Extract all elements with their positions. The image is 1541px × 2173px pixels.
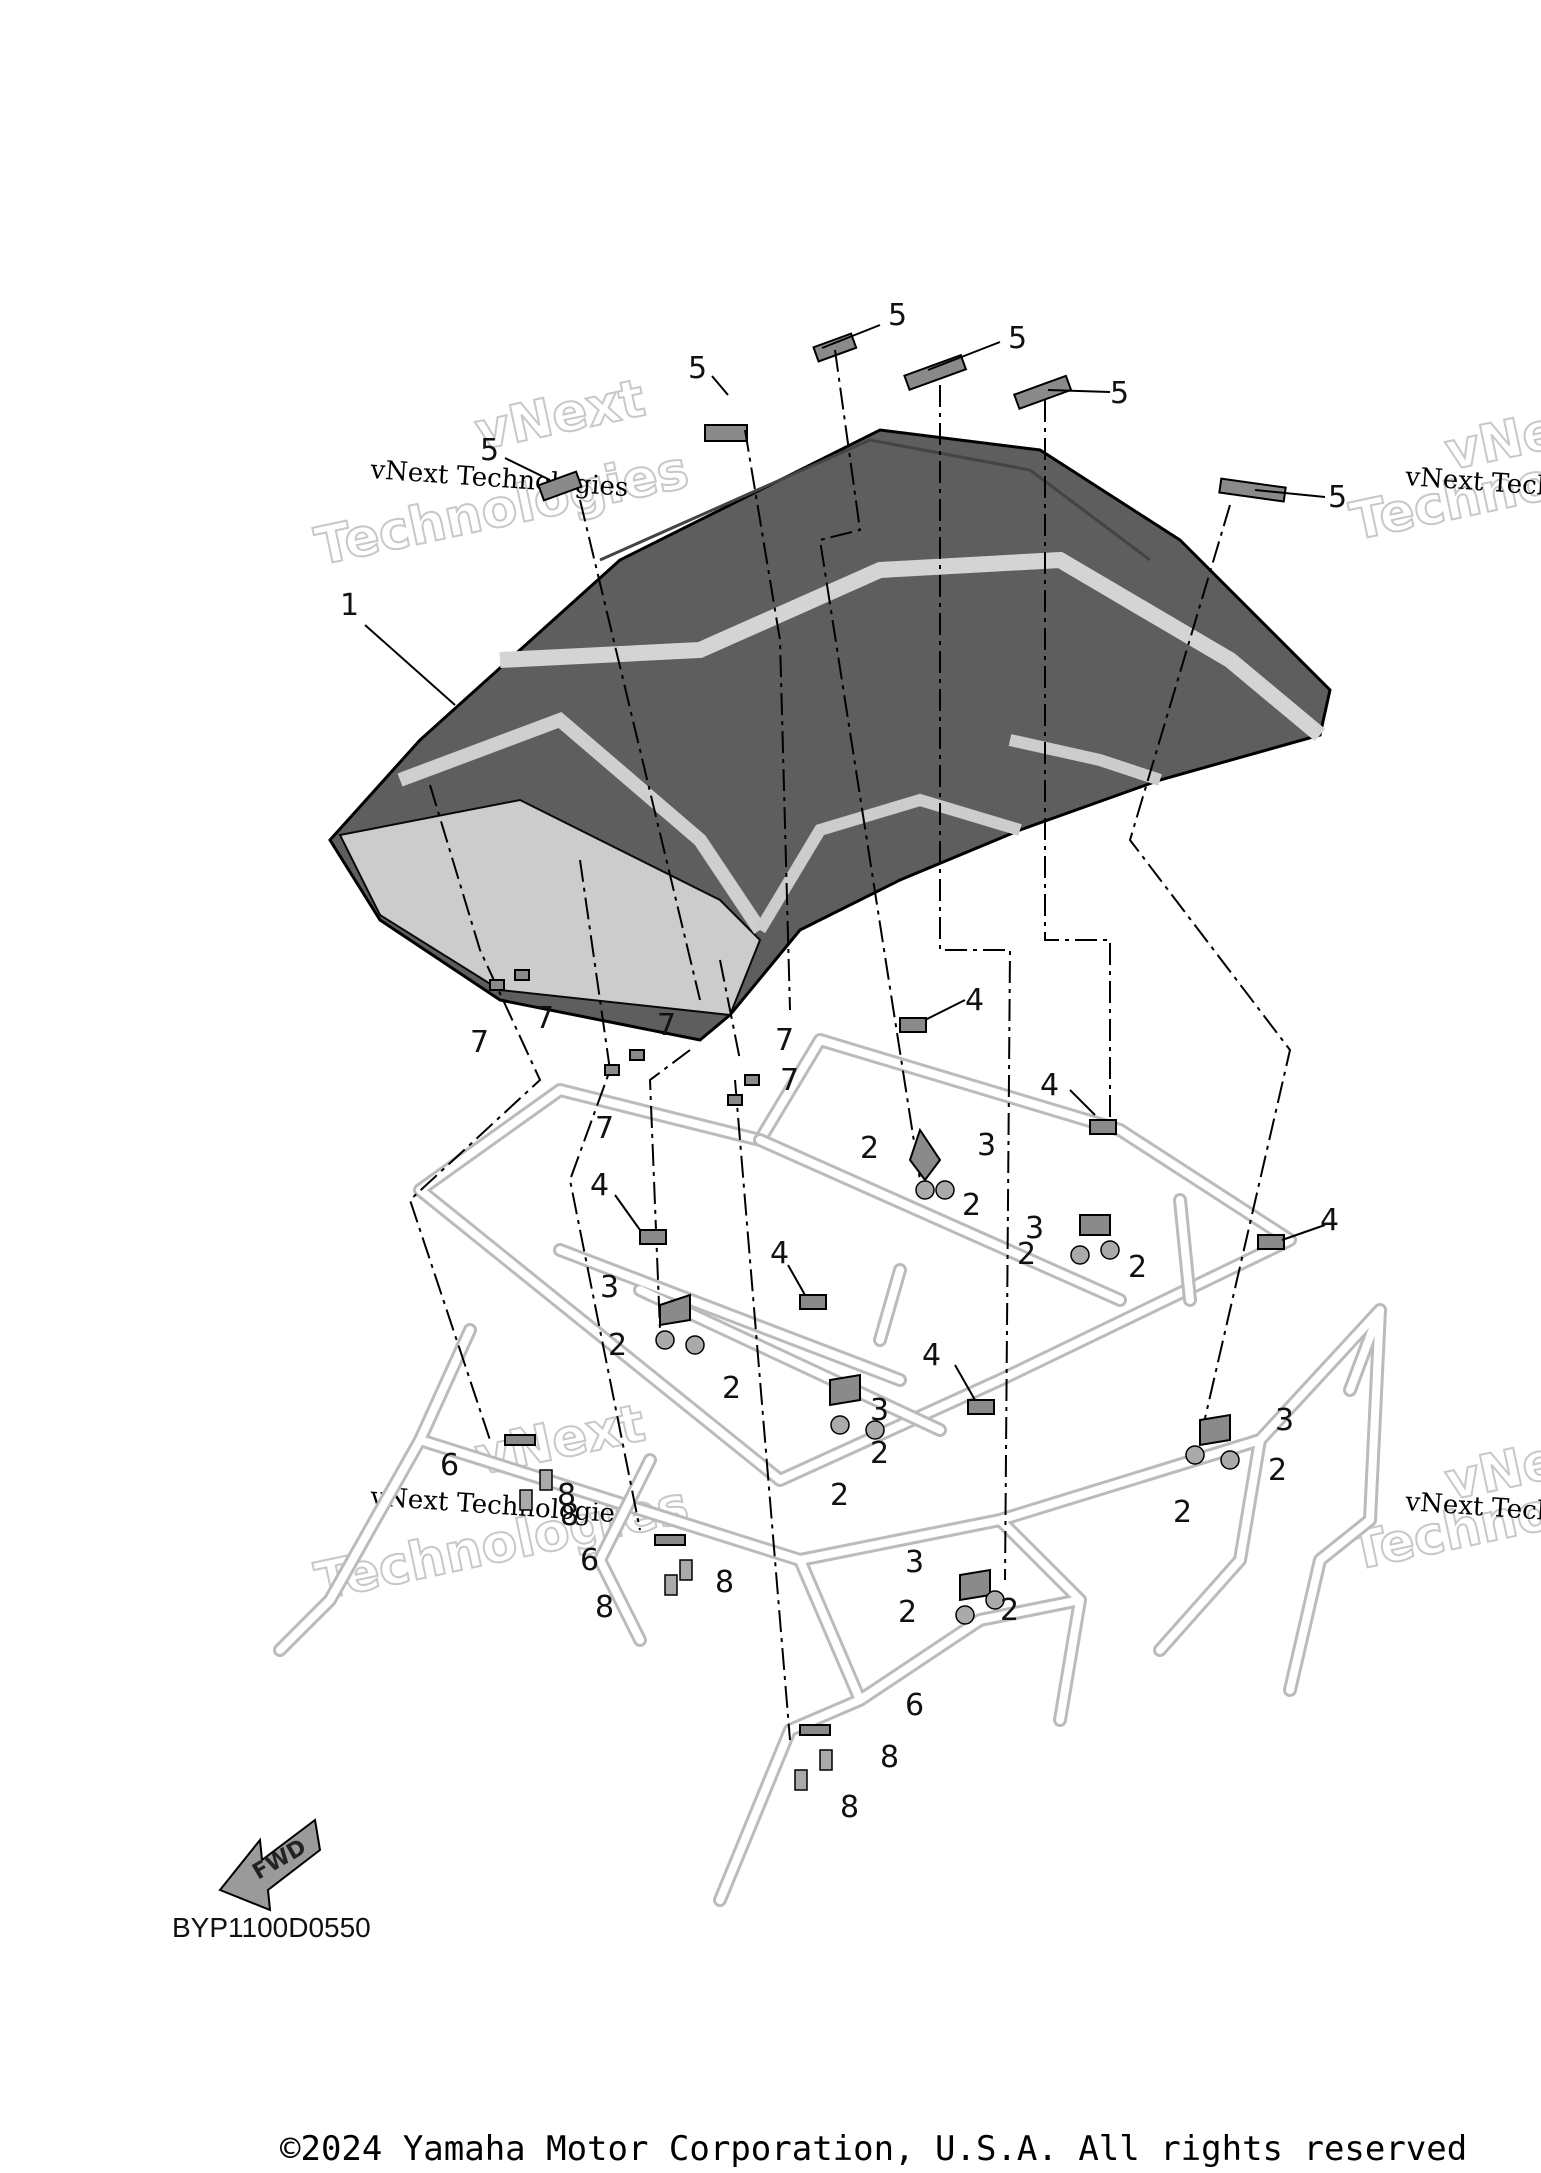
svg-text:2: 2 xyxy=(608,1328,627,1363)
bracket-3b xyxy=(1079,1214,1111,1236)
bracket-6a xyxy=(504,1434,536,1446)
svg-text:8: 8 xyxy=(880,1740,899,1775)
clip-4b xyxy=(1089,1119,1117,1135)
svg-text:2: 2 xyxy=(1128,1250,1147,1285)
svg-text:5: 5 xyxy=(1110,376,1129,411)
callout-labels: 1 5 5 5 5 5 5 4 4 4 4 4 4 3 3 3 3 3 3 2 … xyxy=(340,298,1347,1825)
svg-text:6: 6 xyxy=(580,1543,599,1578)
svg-text:4: 4 xyxy=(1320,1203,1339,1238)
svg-text:2: 2 xyxy=(830,1478,849,1513)
svg-text:5: 5 xyxy=(688,351,707,386)
svg-text:3: 3 xyxy=(1025,1211,1044,1246)
callout-leaders xyxy=(364,324,1326,1401)
svg-text:7: 7 xyxy=(780,1063,799,1098)
svg-text:3: 3 xyxy=(905,1545,924,1580)
svg-text:6: 6 xyxy=(905,1688,924,1723)
svg-text:2: 2 xyxy=(860,1131,879,1166)
svg-text:2: 2 xyxy=(722,1371,741,1406)
svg-text:8: 8 xyxy=(595,1590,614,1625)
clip-7a xyxy=(489,979,505,991)
roof-panel xyxy=(328,428,1332,1042)
bracket-6b xyxy=(654,1534,686,1546)
clip-4a xyxy=(899,1017,927,1033)
clip-7d xyxy=(629,1049,645,1061)
svg-text:2: 2 xyxy=(898,1595,917,1630)
svg-text:8: 8 xyxy=(840,1790,859,1825)
forward-arrow-icon: FWD xyxy=(218,1818,322,1912)
plate-5c xyxy=(812,332,858,363)
svg-text:3: 3 xyxy=(870,1393,889,1428)
svg-text:8: 8 xyxy=(557,1478,576,1513)
bracket-3f xyxy=(959,1568,991,1602)
clip-7e xyxy=(744,1074,760,1086)
svg-text:3: 3 xyxy=(600,1270,619,1305)
svg-text:7: 7 xyxy=(535,1001,554,1036)
svg-text:5: 5 xyxy=(888,298,907,333)
plate-5b xyxy=(704,424,748,442)
svg-text:2: 2 xyxy=(962,1188,981,1223)
clip-4d xyxy=(799,1294,827,1310)
svg-text:5: 5 xyxy=(1328,480,1347,515)
svg-text:7: 7 xyxy=(595,1111,614,1146)
svg-text:4: 4 xyxy=(1040,1068,1059,1103)
svg-text:8: 8 xyxy=(715,1565,734,1600)
svg-text:2: 2 xyxy=(1173,1495,1192,1530)
clip-4e xyxy=(967,1399,995,1415)
bracket-3a xyxy=(908,1127,942,1182)
svg-text:7: 7 xyxy=(470,1025,489,1060)
bracket-3c xyxy=(659,1293,691,1327)
roof-plates xyxy=(537,332,1287,503)
plate-5d xyxy=(903,353,968,392)
svg-text:5: 5 xyxy=(1008,321,1027,356)
clip-7f xyxy=(727,1094,743,1106)
svg-text:4: 4 xyxy=(965,983,984,1018)
assembly-lines xyxy=(408,349,1292,1741)
svg-text:2: 2 xyxy=(870,1436,889,1471)
plate-5f xyxy=(1218,477,1287,503)
roll-cage-frame xyxy=(273,1033,1387,1907)
svg-text:4: 4 xyxy=(922,1338,941,1373)
watermark-right-top: vNext Technologies vNext Technologies xyxy=(1344,387,1541,553)
bracket-6c xyxy=(799,1724,831,1736)
svg-text:5: 5 xyxy=(480,433,499,468)
clip-4f xyxy=(1257,1234,1285,1250)
svg-text:1: 1 xyxy=(340,588,359,623)
svg-text:6: 6 xyxy=(440,1448,459,1483)
svg-text:7: 7 xyxy=(775,1023,794,1058)
diagram-code: BYP1100D0550 xyxy=(172,1912,371,1943)
svg-text:2: 2 xyxy=(1268,1453,1287,1488)
svg-text:7: 7 xyxy=(657,1008,676,1043)
svg-text:3: 3 xyxy=(977,1128,996,1163)
watermark-left-top: vNext Technologies vNext Technologies xyxy=(309,367,694,578)
svg-text:4: 4 xyxy=(590,1168,609,1203)
bracket-3d xyxy=(829,1373,861,1407)
svg-text:2: 2 xyxy=(1017,1237,1036,1272)
svg-text:4: 4 xyxy=(770,1236,789,1271)
svg-text:8: 8 xyxy=(560,1498,579,1533)
clip-7c xyxy=(604,1064,620,1076)
svg-text:3: 3 xyxy=(1275,1403,1294,1438)
fasteners xyxy=(489,969,1285,1791)
clip-4c xyxy=(639,1229,667,1245)
copyright-notice: ©2024 Yamaha Motor Corporation, U.S.A. A… xyxy=(280,2129,1467,2169)
bracket-3e xyxy=(1199,1413,1231,1447)
plate-5a xyxy=(537,470,583,502)
svg-text:vNext: vNext xyxy=(470,1393,650,1487)
clip-7b xyxy=(514,969,530,981)
svg-text:2: 2 xyxy=(1000,1593,1019,1628)
plate-5e xyxy=(1012,374,1073,411)
